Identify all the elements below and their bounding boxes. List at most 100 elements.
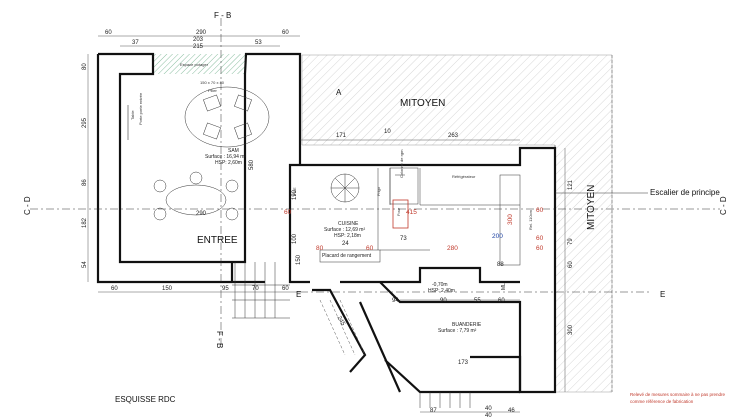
dim-173: 173	[458, 360, 469, 366]
plan-title: ESQUISSE RDC	[115, 395, 176, 404]
dim-left-80: 80	[82, 63, 88, 70]
dim-red-60b: 60	[284, 209, 292, 216]
sam-surface: Surface : 16,94 m²	[205, 154, 246, 160]
mitoyen-top-label: MITOYEN	[400, 98, 445, 109]
counter-right	[499, 174, 521, 266]
dim-r-121: 121	[568, 179, 574, 190]
wall-left-block	[98, 52, 302, 264]
pilier-label: Pilier	[208, 88, 218, 93]
dim-190: 190	[292, 189, 298, 200]
ramp-stairs	[319, 299, 366, 356]
section-mark-bottom: F - B	[215, 331, 224, 348]
dim-left-54: 54	[82, 261, 88, 268]
dim-10: 10	[384, 129, 391, 135]
dim-sam-290: 290	[196, 211, 207, 217]
dim-r-60: 60	[568, 261, 574, 268]
sam-chair-3	[203, 122, 221, 140]
cuisine-name: CUISINE	[338, 221, 359, 227]
dim-red-60e: 60	[536, 245, 544, 252]
hsp-buanderie: HSP: 2,40m	[428, 288, 455, 294]
sam-chair-1	[203, 94, 221, 112]
placard-block	[319, 249, 381, 263]
note-line-1: Relevé de mesures sommaire à ne pas pren…	[630, 392, 726, 397]
dim-red-60c: 60	[536, 207, 544, 214]
colonne-block	[389, 167, 419, 205]
bottom-stairs	[419, 392, 471, 408]
dim-top-203: 203	[193, 37, 204, 43]
entree-table	[165, 184, 227, 216]
dim-left-182: 182	[82, 217, 88, 228]
colonne-label: Colonne de rgm	[399, 149, 404, 178]
sam-chair-4	[234, 122, 252, 140]
dim-55: 55	[474, 298, 481, 304]
four-block	[392, 199, 409, 229]
dim-b-70: 70	[252, 286, 259, 292]
sam-name: SAM	[228, 148, 239, 154]
dim-top-53: 53	[255, 40, 262, 46]
placard-label: Placard de rangement	[322, 253, 372, 259]
entree-chair-4	[153, 207, 167, 221]
dim-b-95: 95	[222, 286, 229, 292]
ml-label: ML	[501, 283, 507, 290]
four-label: Four	[396, 207, 401, 216]
entree-chair-1	[153, 179, 167, 193]
sam-chair-2	[234, 94, 252, 112]
dim-r-79: 79	[568, 238, 574, 245]
section-mark-right: C - D	[719, 196, 728, 215]
spiral-steps	[331, 174, 359, 202]
dim-red-60d: 60	[536, 235, 544, 242]
espace-potager-label: Espace potager	[180, 62, 209, 67]
entree-chair-3	[225, 179, 239, 193]
section-mark-e-left: E	[296, 290, 301, 299]
escalier-label: Escalier de principe	[650, 188, 720, 197]
espace-potager-zone	[153, 54, 246, 74]
dim-red-300: 300	[507, 214, 514, 225]
dim-100: 100	[292, 233, 298, 244]
dim-red-80: 80	[316, 245, 324, 252]
section-mark-top: F - B	[214, 11, 231, 20]
dim-88: 88	[497, 262, 504, 268]
frigo-label: Frigo	[376, 186, 381, 196]
dim-blue-200: 200	[492, 233, 503, 240]
dim-90: 90	[440, 298, 447, 304]
dim-94: 94	[392, 298, 399, 304]
dim-245: 245	[336, 315, 347, 327]
dim-r-300: 300	[568, 324, 574, 335]
section-mark-a: A	[336, 88, 342, 97]
dim-red-415: 415	[406, 209, 417, 216]
dim-263: 263	[448, 133, 459, 139]
entree-label: ENTREE	[197, 235, 238, 246]
buanderie-name: BUANDERIE	[452, 322, 482, 328]
dim-left-86: 86	[82, 179, 88, 186]
cotes-sam-label: 150 x 70 x 80	[200, 80, 225, 85]
wall-lower-ramp	[312, 288, 367, 373]
note-line-2: comme référence de fabrication	[630, 399, 694, 404]
dim-150: 150	[296, 254, 302, 265]
dim-b-60a: 60	[111, 286, 118, 292]
mitoyen-side-label: MITOYEN	[586, 185, 597, 230]
table-label: Table	[130, 110, 135, 120]
dim-top-215: 215	[193, 44, 204, 50]
dim-73: 73	[400, 236, 407, 242]
wall-kitchen-bottom	[300, 266, 520, 284]
cuisine-surface: Surface : 12,69 m²	[324, 227, 365, 233]
dim-b-60b: 60	[282, 286, 289, 292]
dim-red-280: 280	[447, 245, 458, 252]
dim-top-37: 37	[132, 40, 139, 46]
pile-label: PILE	[292, 187, 297, 196]
dim-sam-580: 580	[249, 159, 255, 170]
entree-chair-2	[189, 171, 203, 185]
rel-label: Rel. 110cm	[528, 209, 533, 230]
entry-stairs	[232, 262, 290, 319]
entree-chair-5	[225, 207, 239, 221]
sam-hsp: HSP: 2,60m	[215, 160, 242, 166]
sam-round-table	[184, 86, 270, 148]
dim-top-60a: 60	[105, 30, 112, 36]
dim-87: 87	[430, 408, 437, 414]
dim-40a: 40	[485, 406, 492, 412]
dim-top-290: 290	[196, 30, 207, 36]
refrigerateur-label: Réfrigérateur	[452, 174, 476, 179]
dimension-lines	[87, 35, 566, 413]
cuisine-hsp: HSP: 2,18m	[334, 233, 361, 239]
